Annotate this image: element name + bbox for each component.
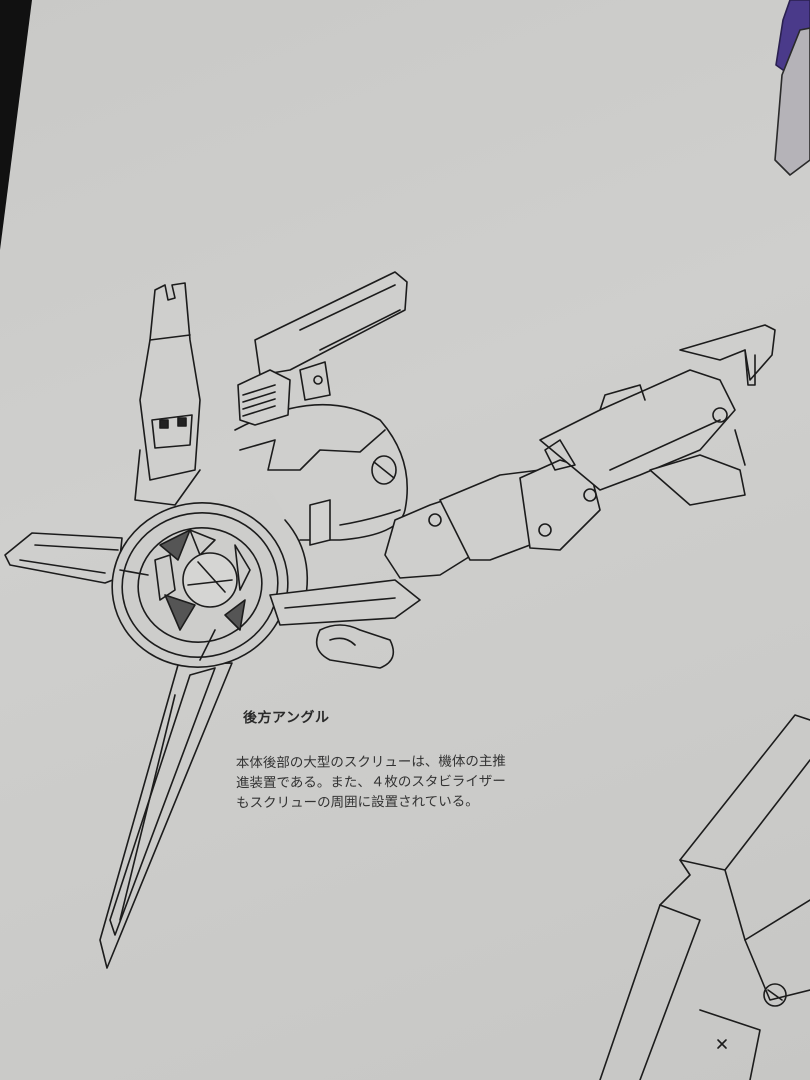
caption-line: もスクリューの周囲に設置されている。 [236,793,479,812]
left-stabilizer [4,532,123,584]
screw-propeller [111,502,309,668]
caption-title: 後方アングル [242,709,330,727]
shoulder-cannon [237,271,408,426]
left-clamp-unit [134,282,201,506]
right-stabilizer [269,579,421,626]
mechanical-arm [384,324,776,579]
caption-line: 本体後部の大型のスクリューは、機体の主推 [235,753,506,772]
lower-stabilizer [99,662,233,969]
caption-line: 進装置である。また、４枚のスタビライザー [235,773,506,792]
caption-body: 本体後部の大型のスクリューは、機体の主推 進装置である。また、４枚のスタビライザ… [236,751,596,814]
adjacent-purple-part [774,0,810,176]
spherical-body [234,403,408,669]
adjacent-part-bottom-right [599,714,810,1080]
